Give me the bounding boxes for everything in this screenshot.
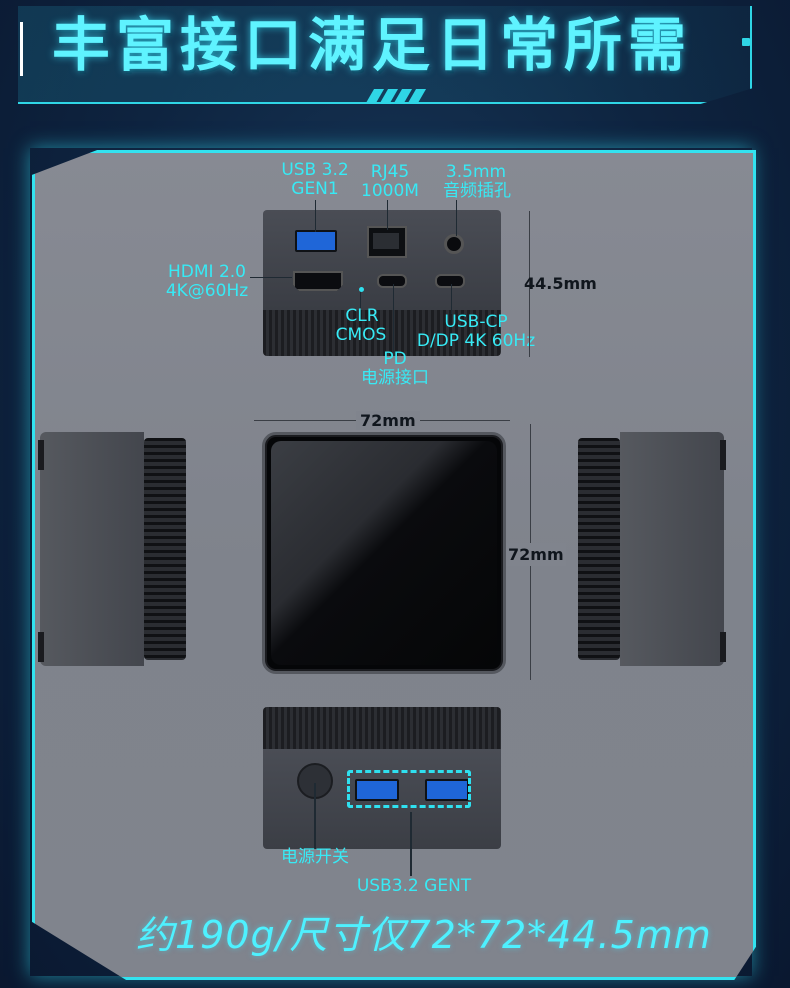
label-hdmi: HDMI 2.0 (168, 262, 246, 282)
label-pd-cn: 电源接口 (361, 368, 429, 388)
power-button-icon (297, 763, 333, 799)
device-rear-vent (263, 707, 501, 749)
header-frame (18, 6, 752, 104)
label-jack: 3.5mm (445, 162, 507, 182)
rear-usb-a-port-1 (355, 779, 399, 801)
dim-width-label: 72mm (356, 411, 420, 430)
label-gen1: GEN1 (291, 179, 339, 199)
label-rj45-speed: 1000M (361, 181, 419, 201)
header-tick (742, 38, 750, 46)
usb-highlight-box (347, 770, 471, 808)
label-usb32: USB 3.2 (281, 160, 349, 180)
device-top-glass (271, 441, 497, 665)
audio-jack-port (444, 234, 464, 254)
leader-power (314, 783, 316, 849)
clr-cmos-hole (359, 287, 364, 292)
leader-rear-usb (410, 812, 412, 876)
usb-c-dp-port (435, 274, 465, 288)
device-front-body (263, 210, 501, 310)
device-left-side-view (38, 432, 186, 666)
header-stripes (365, 88, 440, 103)
label-usbc: USB-CP (444, 312, 508, 332)
dim-height-label: 44.5mm (524, 274, 597, 293)
label-clr: CLR (345, 306, 379, 326)
device-front-vent (263, 310, 501, 356)
device-rear-body (263, 749, 501, 849)
leader-jack (456, 200, 457, 236)
dim-depth-label: 72mm (506, 543, 566, 566)
label-hdmi-res: 4K@60Hz (165, 281, 249, 301)
leader-rj45 (387, 200, 388, 230)
label-rj45: RJ45 (370, 162, 410, 182)
device-rear-view (263, 707, 501, 849)
label-usbc-dp: D/DP 4K 60Hz (416, 331, 536, 351)
usb-c-pd-port (377, 274, 407, 288)
device-front-view (263, 210, 501, 356)
label-power: 电源开关 (281, 847, 349, 867)
hdmi-port (293, 271, 343, 291)
dim-height-line (529, 211, 530, 357)
device-top-view (262, 432, 506, 674)
usb-a-port (295, 230, 337, 252)
leader-usbc (451, 284, 452, 314)
label-cmos: CMOS (335, 325, 387, 345)
leader-pd (393, 284, 394, 352)
header-accent-bar (20, 22, 23, 76)
spec-summary: 约190g/尺寸仅72*72*44.5mm (136, 913, 712, 957)
leader-clr (360, 292, 361, 308)
leader-hdmi (250, 277, 292, 278)
label-jack-cn: 音频插孔 (443, 181, 511, 201)
leader-usb (315, 200, 316, 232)
label-pd: PD (383, 349, 407, 369)
label-rear-usb: USB3.2 GENT (356, 876, 472, 896)
rj45-port (367, 226, 407, 258)
page-title: 丰富接口满足日常所需 (52, 11, 693, 79)
device-right-side-view (578, 432, 726, 666)
